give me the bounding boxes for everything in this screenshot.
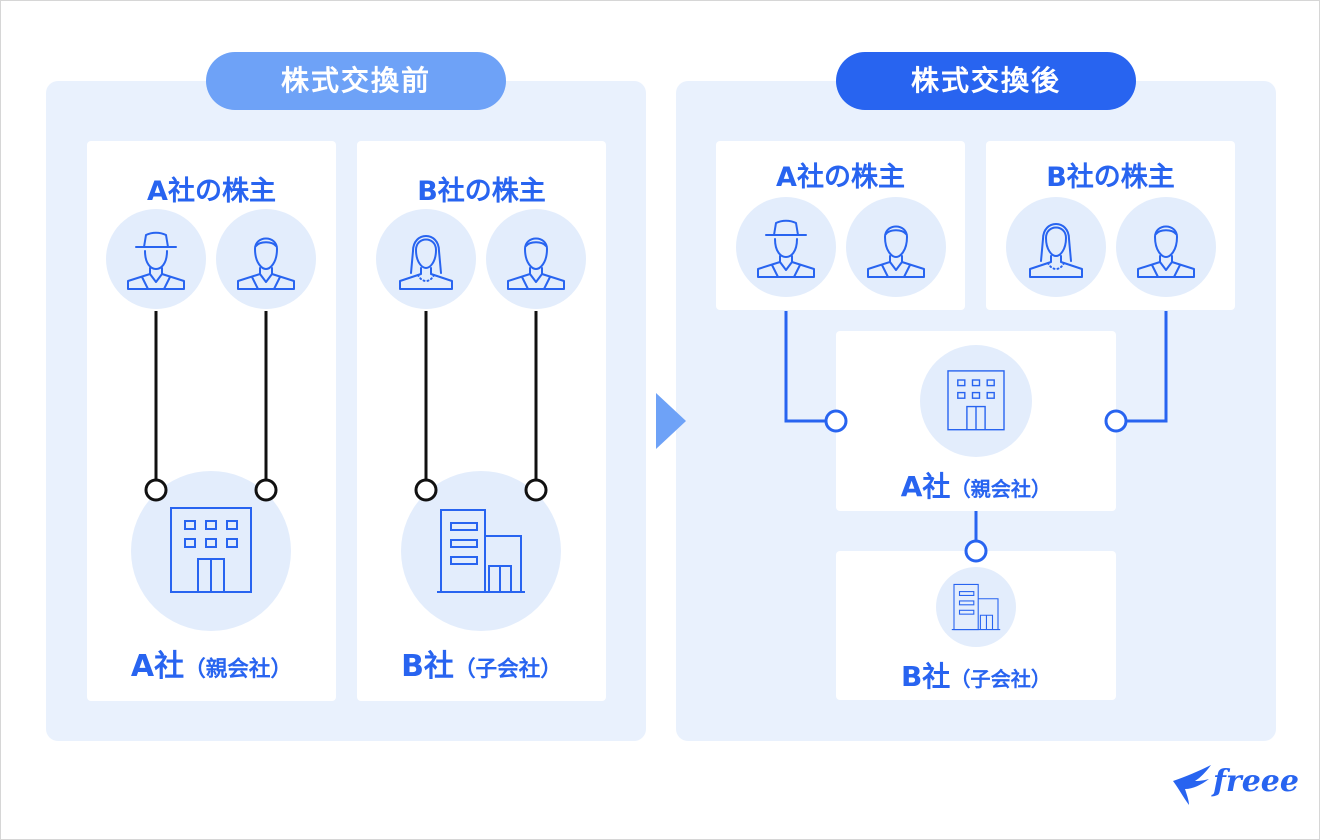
shareholder-circle bbox=[106, 209, 206, 309]
freee-logo-text: freee bbox=[1213, 764, 1299, 799]
shareholder-circle bbox=[376, 209, 476, 309]
b-company-name: B社 bbox=[401, 649, 454, 684]
company-circle bbox=[920, 345, 1032, 457]
shareholder-circle bbox=[1006, 197, 1106, 297]
a-shareholders-label-after: A社の株主 bbox=[776, 162, 905, 193]
a-company-role: （親会社） bbox=[184, 657, 293, 682]
shareholder-circle bbox=[1116, 197, 1216, 297]
b-company-role: （子会社） bbox=[453, 657, 562, 682]
b-company-label-after: B社（子会社） bbox=[836, 655, 1116, 695]
a-company-name: A社 bbox=[130, 649, 185, 684]
company-circle bbox=[936, 567, 1016, 647]
a-company-name: A社 bbox=[900, 470, 951, 503]
freee-bird-icon bbox=[1173, 765, 1211, 805]
after-title: 株式交換後 bbox=[836, 52, 1136, 110]
a-shareholders-label-before: A社の株主 bbox=[147, 176, 276, 207]
b-company-name: B社 bbox=[900, 660, 951, 693]
a-company-role: （親会社） bbox=[950, 477, 1052, 501]
shareholder-circle bbox=[736, 197, 836, 297]
connectors-after bbox=[784, 311, 1168, 541]
shareholder-circle bbox=[846, 197, 946, 297]
b-company-role: （子会社） bbox=[950, 667, 1052, 691]
a-company-label-after: A社（親会社） bbox=[836, 465, 1116, 505]
b-shareholders-label-before: B社の株主 bbox=[417, 176, 546, 207]
before-title: 株式交換前 bbox=[206, 52, 506, 110]
connector-nodes-after bbox=[824, 409, 1128, 563]
shareholder-circle bbox=[216, 209, 316, 309]
connectors-before bbox=[144, 311, 548, 502]
b-shareholders-label-after: B社の株主 bbox=[1046, 162, 1175, 193]
a-company-label-before: A社（親会社） bbox=[87, 641, 336, 685]
shareholder-circle bbox=[486, 209, 586, 309]
b-company-label-before: B社（子会社） bbox=[357, 641, 606, 685]
arrow-right-icon bbox=[656, 393, 686, 449]
